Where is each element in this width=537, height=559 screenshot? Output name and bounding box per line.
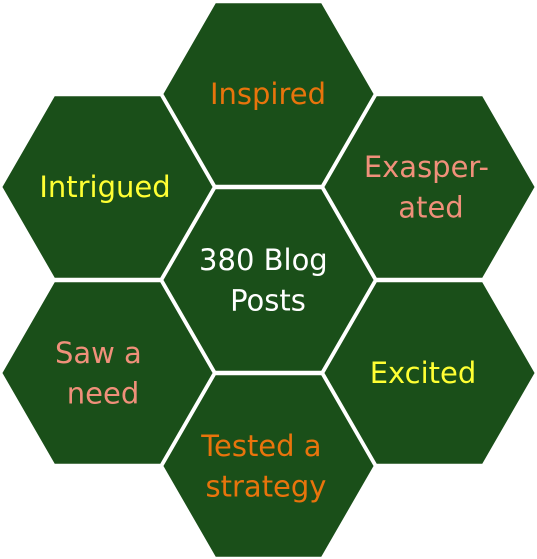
hex-lower-right: Excited bbox=[321, 279, 537, 467]
hex-lower-right-label: Excited bbox=[370, 356, 477, 390]
hex-bottom: Tested a strategy bbox=[160, 372, 377, 559]
hex-upper-right: Exasper- ated bbox=[321, 93, 537, 281]
hex-center-label: 380 Blog Posts bbox=[199, 243, 337, 318]
hex-upper-right-line-2: ated bbox=[398, 190, 463, 224]
hex-center: 380 Blog Posts bbox=[160, 186, 377, 374]
hex-upper-left: Intrigued bbox=[0, 93, 216, 281]
hex-bottom-label: Tested a strategy bbox=[200, 429, 331, 504]
hex-upper-left-label: Intrigued bbox=[39, 170, 170, 204]
hex-bottom-shape bbox=[160, 372, 377, 559]
hex-center-shape bbox=[160, 186, 377, 374]
hex-center-line-2: Posts bbox=[230, 283, 306, 317]
hex-top-line-1: Inspired bbox=[210, 77, 326, 111]
hex-upper-left-line-1: Intrigued bbox=[39, 170, 170, 204]
hex-lower-left-line-1: Saw a bbox=[55, 336, 142, 370]
hex-top-shape bbox=[160, 0, 377, 188]
hex-lower-right-line-1: Excited bbox=[370, 356, 477, 390]
hex-lower-left-label: Saw a need bbox=[55, 336, 151, 411]
hex-lower-right-shape bbox=[321, 279, 537, 467]
hex-lower-left-shape bbox=[0, 279, 216, 467]
hex-lower-left-line-2: need bbox=[67, 376, 139, 410]
hex-center-line-1: 380 Blog bbox=[199, 243, 328, 277]
hex-upper-right-label: Exasper- ated bbox=[364, 150, 498, 225]
hex-upper-right-line-1: Exasper- bbox=[364, 150, 489, 184]
hex-bottom-line-2: strategy bbox=[206, 469, 327, 503]
hex-upper-left-shape bbox=[0, 93, 216, 281]
hex-top: Inspired bbox=[160, 0, 377, 188]
hex-top-label: Inspired bbox=[210, 77, 326, 111]
hex-upper-right-shape bbox=[321, 93, 537, 281]
hex-lower-left: Saw a need bbox=[0, 279, 216, 467]
hex-bottom-line-1: Tested a bbox=[200, 429, 321, 463]
